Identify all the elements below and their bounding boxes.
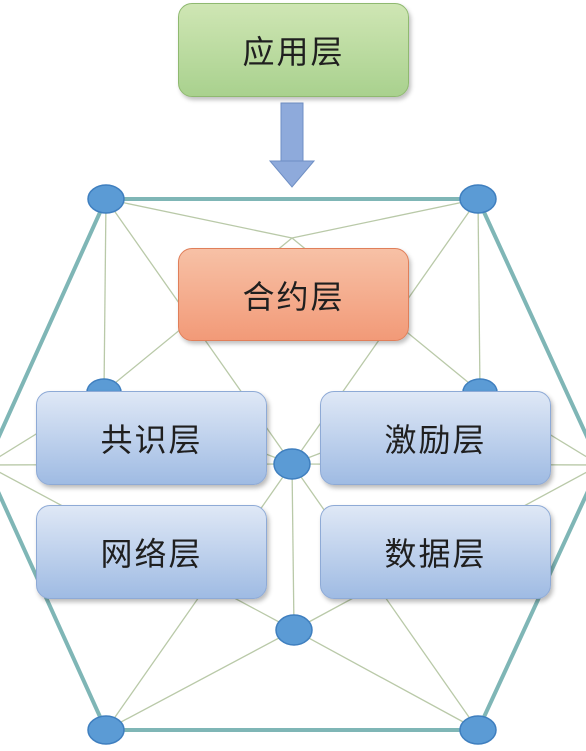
mesh-line [105,629,295,731]
network-node [273,448,311,480]
consensus-layer-label: 共识层 [100,421,203,459]
down-arrow [268,102,316,188]
contract-layer-box: 合约层 [178,248,409,341]
network-layer-box: 网络层 [36,505,267,599]
network-layer-label: 网络层 [100,535,203,573]
application-layer-label: 应用层 [242,33,345,71]
network-node [87,715,125,745]
contract-layer-label: 合约层 [242,277,345,316]
network-node [459,715,497,745]
network-node [275,614,313,646]
data-layer-label: 数据层 [384,535,487,573]
arrow-head [268,160,316,188]
incentive-layer-label: 激励层 [384,421,487,459]
mesh-line [103,198,107,393]
mesh-line [477,198,481,393]
application-layer-box: 应用层 [178,3,409,97]
arrow-shaft [280,102,304,162]
mesh-line [105,198,293,239]
consensus-layer-box: 共识层 [36,391,267,485]
mesh-line [293,629,479,731]
data-layer-box: 数据层 [320,505,551,599]
network-node [87,184,125,214]
network-node [459,184,497,214]
mesh-line [291,198,479,239]
mesh-line [291,463,295,631]
incentive-layer-box: 激励层 [320,391,551,485]
